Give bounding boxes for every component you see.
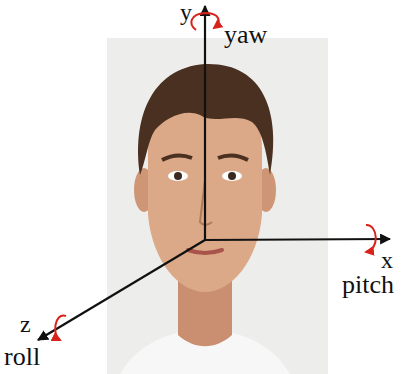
eye (168, 171, 188, 181)
pupil (174, 172, 182, 180)
axis-label: z (20, 312, 31, 336)
pupil (228, 172, 236, 180)
mouth (188, 250, 222, 253)
eyebrow (162, 155, 192, 160)
x-axis (205, 239, 390, 240)
roll-arrow (55, 316, 66, 340)
eyebrow (218, 155, 248, 160)
rotation-label: roll (4, 344, 40, 370)
y-axis (204, 6, 206, 240)
z-axis (38, 240, 205, 340)
yaw-arrow (191, 13, 218, 30)
photo-background (107, 38, 328, 374)
eye (222, 171, 242, 181)
rotation-label: pitch (342, 272, 394, 298)
axis-label: y (180, 0, 192, 24)
rotation-label: yaw (224, 22, 267, 48)
pitch-arrow (366, 225, 376, 252)
axis-label: x (381, 248, 393, 272)
